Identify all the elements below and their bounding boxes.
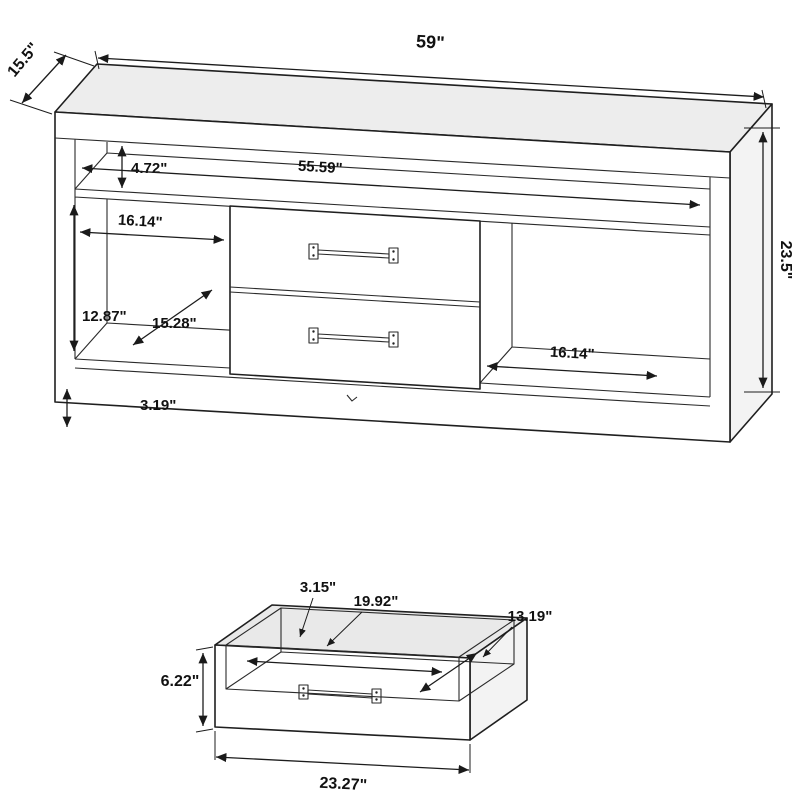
handle-screw <box>392 258 395 261</box>
dim-extension <box>214 731 471 773</box>
dim-shelf-depth-label: 15.28" <box>152 315 197 332</box>
stand-drawer-stack <box>229 205 481 390</box>
center-mark <box>346 394 358 402</box>
dim-extension <box>9 51 95 115</box>
dim-drawer-width: 23.27" <box>214 731 471 794</box>
dim-stand-height: 23.5" <box>744 127 794 393</box>
stand-dimensions: 59" 15.5" 23.5" 4.72" 55.59" 16.14" <box>5 31 794 427</box>
handle-screw <box>312 246 315 249</box>
tv-stand-drawing <box>54 63 773 443</box>
dim-leader <box>482 626 513 658</box>
dim-drawer-interior-width: 19.92" <box>246 593 443 676</box>
dim-base-height-label: 3.19" <box>140 397 176 414</box>
handle-screw <box>392 342 395 345</box>
dim-drawer-top-inset-label: 3.15" <box>300 579 336 596</box>
drawer-handle-icon <box>298 684 382 704</box>
dim-drawer-interior-width-label: 19.92" <box>354 593 399 610</box>
dim-stand-height-label: 23.5" <box>777 241 794 280</box>
dim-line <box>132 289 213 346</box>
dim-stand-depth-label: 15.5" <box>5 40 43 81</box>
dim-drawer-top-inset: 3.15" <box>299 579 336 638</box>
handle-bar <box>317 333 390 343</box>
handle-screw <box>302 694 305 697</box>
dim-drawer-interior-depth: 13.19" <box>419 608 553 693</box>
handle-bar <box>317 249 390 259</box>
handle-screw <box>375 698 378 701</box>
dim-line <box>215 752 470 775</box>
dim-right-compartment-width-label: 16.14" <box>549 344 595 364</box>
dim-line <box>97 54 765 101</box>
drawer-dimensions: 3.15" 19.92" 13.19" 6.22" 23.27" <box>161 579 553 794</box>
top-drawer-handle-icon <box>308 243 399 264</box>
dim-extension <box>195 646 214 733</box>
dim-shelf-opening-height-label: 4.72" <box>131 160 167 177</box>
dim-leader <box>326 611 363 647</box>
drawer-drawing <box>214 604 528 741</box>
dim-stand-width-label: 59" <box>416 31 446 53</box>
dim-base-height: 3.19" <box>62 389 176 427</box>
dim-drawer-width-label: 23.27" <box>319 775 367 794</box>
bottom-drawer-handle-icon <box>308 327 399 348</box>
handle-screw <box>312 338 315 341</box>
handle-screw <box>312 330 315 333</box>
handle-screw <box>375 691 378 694</box>
dim-line <box>419 652 478 693</box>
dim-drawer-front-height-label: 6.22" <box>161 673 200 690</box>
dim-stand-width: 59" <box>94 31 767 109</box>
dim-compartment-height: 12.87" <box>69 205 127 351</box>
handle-screw <box>392 334 395 337</box>
dim-compartment-height-label: 12.87" <box>82 308 127 325</box>
handle-bar <box>307 689 373 699</box>
dim-extension <box>744 127 780 393</box>
dim-interior-width: 55.59" <box>81 158 701 209</box>
dim-interior-width-label: 55.59" <box>297 158 343 178</box>
dim-line <box>21 54 67 104</box>
handle-screw <box>302 687 305 690</box>
dim-left-compartment-width: 16.14" <box>79 212 225 244</box>
handle-screw <box>312 254 315 257</box>
dim-right-compartment-width: 16.14" <box>486 344 658 380</box>
dim-line <box>246 657 443 676</box>
stand-drawer-divider <box>229 286 481 308</box>
dim-line <box>79 228 225 244</box>
dim-drawer-front-height: 6.22" <box>161 646 214 733</box>
handle-screw <box>392 250 395 253</box>
dim-line <box>486 362 658 380</box>
dim-line <box>81 164 701 209</box>
dim-leader <box>299 597 314 638</box>
dim-left-compartment-width-label: 16.14" <box>117 212 163 232</box>
dim-shelf-depth: 15.28" <box>132 289 213 346</box>
stand-right-side-panel <box>729 103 773 443</box>
dim-drawer-interior-depth-label: 13.19" <box>508 608 553 625</box>
